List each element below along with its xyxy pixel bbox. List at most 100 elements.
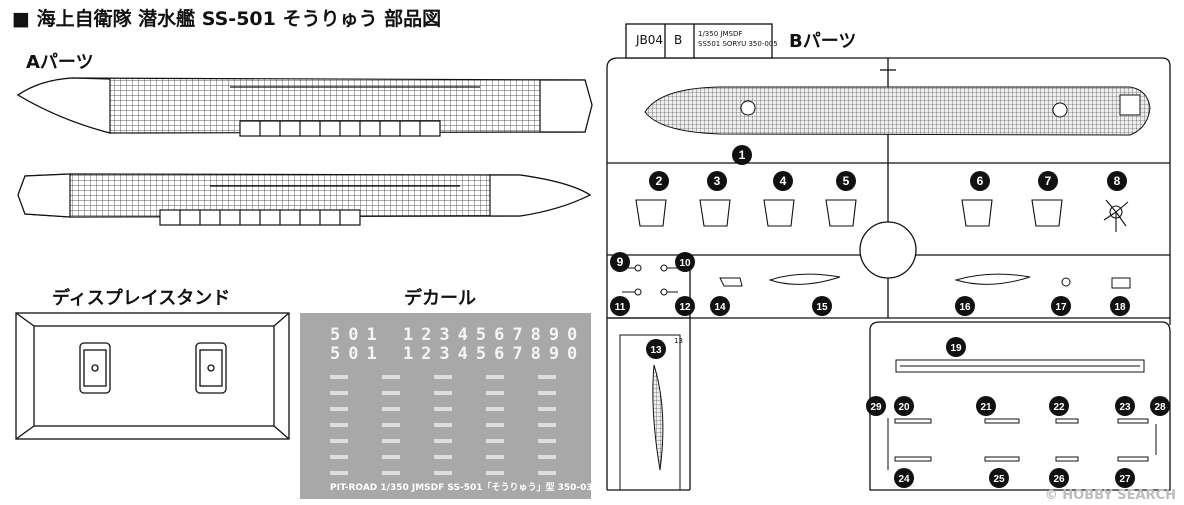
small-parts [622,264,1131,296]
svg-text:11: 11 [615,302,626,313]
part-number-1: 1 [732,145,752,165]
decal-small-mark [538,391,556,395]
svg-text:20: 20 [898,402,910,413]
decal-small-mark [434,391,452,395]
svg-text:6: 6 [977,174,984,188]
decal-small-mark [486,423,504,427]
svg-text:7: 7 [1045,174,1052,188]
svg-text:9: 9 [617,255,624,269]
decal-footer: PIT-ROAD 1/350 JMSDF SS-501「そうりゅう」型 350-… [330,483,599,493]
part-number-3: 3 [707,171,727,191]
sprue-b-frame [606,23,1171,491]
decal-small-mark [538,375,556,379]
decal-row-2: 501 1234567890 [330,344,586,364]
part-number-25: 25 [989,468,1009,488]
svg-text:1: 1 [739,148,746,162]
part-number-22: 22 [1049,396,1069,416]
decal-small-mark [538,471,556,475]
svg-text:17: 17 [1055,302,1067,313]
decal-small-mark [434,455,452,459]
decal-small-mark [382,439,400,443]
part-number-21: 21 [976,396,996,416]
svg-text:16: 16 [959,302,971,313]
svg-text:22: 22 [1053,402,1065,413]
decal-small-mark [330,471,348,475]
svg-text:5: 5 [843,174,850,188]
part-number-9: 9 [610,252,630,272]
decal-small-mark [434,375,452,379]
decal-small-mark [486,391,504,395]
part-number-28: 28 [1150,396,1170,416]
part-number-2: 2 [649,171,669,191]
decal-small-mark [330,407,348,411]
decal-sheet: 501 1234567890 501 1234567890 PIT-ROAD 1… [300,313,599,499]
decal-small-mark [538,439,556,443]
svg-text:26: 26 [1053,474,1065,485]
hull-half-lower [17,173,592,226]
sprue-note-line2: SS501 SORYU 350-005 [698,40,778,48]
part-number-12: 12 [675,296,695,316]
part-number-5: 5 [836,171,856,191]
decal-small-mark [538,423,556,427]
antenna-parts [887,418,1157,470]
part-number-24: 24 [894,468,914,488]
decal-small-mark [382,407,400,411]
part-number-10: 10 [675,252,695,272]
decal-small-mark [434,439,452,443]
svg-text:12: 12 [679,302,691,313]
part-number-8: 8 [1107,171,1127,191]
svg-text:27: 27 [1119,474,1131,485]
decal-small-mark [330,375,348,379]
decal-small-mark [538,407,556,411]
part-number-7: 7 [1038,171,1058,191]
decal-small-mark [434,471,452,475]
decal-row-1: 501 1234567890 [330,325,586,345]
svg-text:21: 21 [980,402,992,413]
svg-text:10: 10 [679,258,691,269]
sprue-letter: B [674,33,683,47]
decal-small-mark [382,471,400,475]
part-number-13: 13 [646,339,666,359]
part-number-17: 17 [1051,296,1071,316]
svg-text:14: 14 [714,302,726,313]
b-parts-label: Bパーツ [789,31,857,52]
stand-label: ディスプレイスタンド [52,288,231,309]
decal-small-mark [330,391,348,395]
rudder-parts [635,199,1129,232]
decal-small-mark [382,375,400,379]
decal-small-mark [330,423,348,427]
sprue-note-line1: 1/350 JMSDF [698,30,743,38]
page-title: ■ 海上自衛隊 潜水艦 SS-501 そうりゅう 部品図 [12,8,442,30]
decal-small-mark [330,455,348,459]
part-number-6: 6 [970,171,990,191]
svg-text:28: 28 [1154,402,1166,413]
svg-text:24: 24 [898,474,910,485]
svg-text:25: 25 [993,474,1005,485]
deck-part [644,86,1151,136]
display-stand [15,312,290,440]
decal-label: デカール [404,288,476,309]
svg-text:3: 3 [714,174,721,188]
svg-text:18: 18 [1114,302,1126,313]
decal-small-mark [434,407,452,411]
sprue-code: JB04 [636,33,664,47]
part-number-20: 20 [894,396,914,416]
svg-text:4: 4 [780,174,787,188]
decal-small-mark [486,407,504,411]
decal-small-mark [434,423,452,427]
decal-small-mark [382,423,400,427]
mast-part [619,334,681,491]
decal-small-mark [486,439,504,443]
sprue-corner-number: 13 [674,337,683,345]
svg-text:29: 29 [870,402,882,413]
svg-text:13: 13 [650,345,662,356]
hull-half-upper [16,77,593,137]
decal-small-mark [486,455,504,459]
a-parts-label: Aパーツ [26,52,94,73]
rod-part [895,359,1145,373]
svg-text:15: 15 [816,302,828,313]
decal-small-mark [330,439,348,443]
part-number-18: 18 [1110,296,1130,316]
svg-text:23: 23 [1119,402,1131,413]
